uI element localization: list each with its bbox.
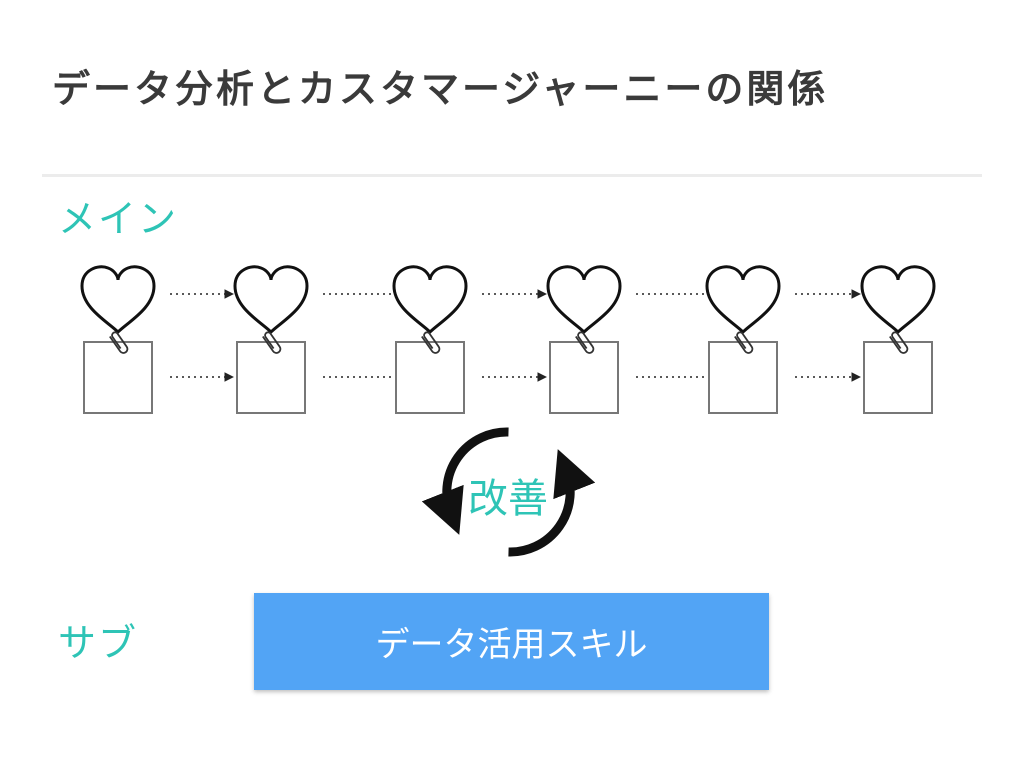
- page-title: データ分析とカスタマージャーニーの関係: [52, 67, 829, 111]
- heart-icon: [233, 265, 309, 335]
- heart-icon: [546, 265, 622, 335]
- refresh-cycle-icon: [421, 427, 596, 557]
- journey-stage: [546, 265, 622, 414]
- heart-icon: [705, 265, 781, 335]
- paperclip-icon: [262, 331, 282, 354]
- blank-card: [236, 341, 306, 414]
- main-label: メイン: [58, 197, 179, 241]
- paperclip-icon: [734, 331, 754, 354]
- paperclip-icon: [421, 331, 441, 354]
- journey-stage: [705, 265, 781, 414]
- heart-icon: [392, 265, 468, 335]
- paperclip-icon: [575, 331, 595, 354]
- paperclip-icon: [889, 331, 909, 354]
- heart-icon: [80, 265, 156, 335]
- blank-card: [395, 341, 465, 414]
- blank-card: [549, 341, 619, 414]
- journey-stage: [860, 265, 936, 414]
- journey-stage: [233, 265, 309, 414]
- journey-stage: [392, 265, 468, 414]
- cycle-label: 改善: [468, 476, 548, 522]
- heart-icon: [860, 265, 936, 335]
- blank-card: [863, 341, 933, 414]
- data-skill-bar: データ活用スキル: [254, 593, 769, 690]
- title-divider: [42, 174, 982, 177]
- journey-stage: [80, 265, 156, 414]
- blank-card: [83, 341, 153, 414]
- paperclip-icon: [109, 331, 129, 354]
- sub-label: サブ: [58, 621, 139, 665]
- blank-card: [708, 341, 778, 414]
